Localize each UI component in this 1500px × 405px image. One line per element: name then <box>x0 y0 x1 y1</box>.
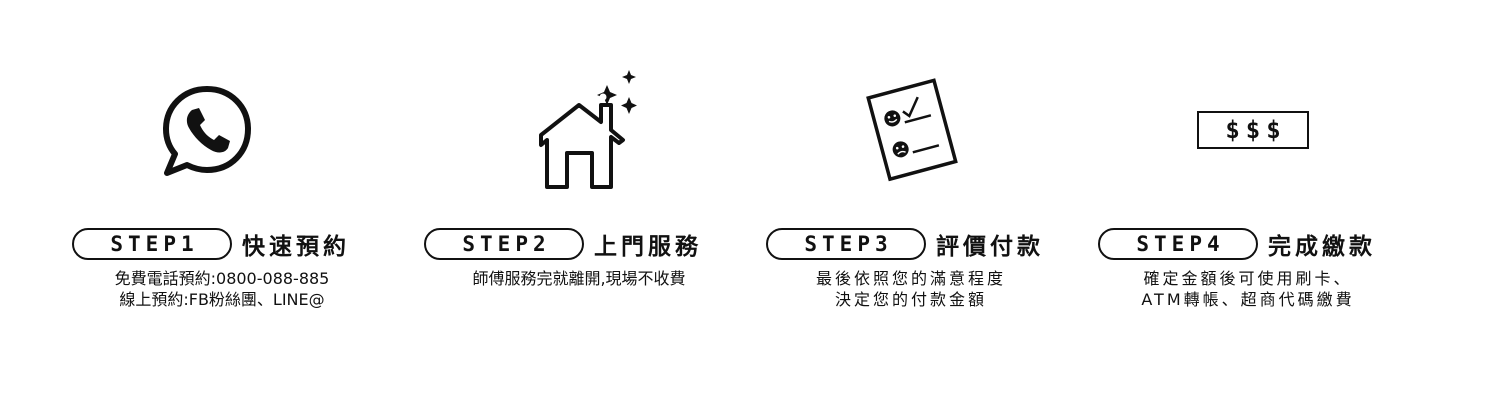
step-1-title: 快速預約 <box>242 234 350 260</box>
money-label: $$$ <box>1197 111 1309 149</box>
step-1-card: STEP1 快速預約 免費電話預約:0800-088-885 線上預約:FB粉絲… <box>72 0 372 405</box>
sparkling-house-icon <box>514 60 654 200</box>
step-3-title: 評價付款 <box>936 234 1044 260</box>
step-2-description: 師傅服務完就離開,現場不收費 <box>424 268 734 289</box>
step-1-line-2: 線上預約:FB粉絲團、LINE@ <box>119 290 325 309</box>
step-4-line-1: 確定金額後可使用刷卡、 <box>1143 269 1353 288</box>
step-3-card: STEP3 評價付款 最後依照您的滿意程度 決定您的付款金額 <box>766 0 1066 405</box>
step-3-line-2: 決定您的付款金額 <box>834 290 987 309</box>
step-2-title: 上門服務 <box>594 234 702 260</box>
review-checklist-icon <box>846 60 976 200</box>
step-4-card: $$$ STEP4 完成繳款 確定金額後可使用刷卡、 ATM轉帳、超商代碼繳費 <box>1098 0 1408 405</box>
step-1-line-1: 免費電話預約:0800-088-885 <box>114 269 330 288</box>
step-2-heading: STEP2 上門服務 <box>424 224 702 264</box>
step-3-badge: STEP3 <box>766 228 926 260</box>
step-2-badge: STEP2 <box>424 228 584 260</box>
step-1-badge: STEP1 <box>72 228 232 260</box>
step-4-badge: STEP4 <box>1098 228 1258 260</box>
step-3-line-1: 最後依照您的滿意程度 <box>815 269 1006 288</box>
step-1-heading: STEP1 快速預約 <box>72 224 350 264</box>
step-4-description: 確定金額後可使用刷卡、 ATM轉帳、超商代碼繳費 <box>1098 268 1398 310</box>
step-2-card: STEP2 上門服務 師傅服務完就離開,現場不收費 <box>424 0 734 405</box>
step-2-line-1: 師傅服務完就離開,現場不收費 <box>472 269 686 288</box>
step-4-heading: STEP4 完成繳款 <box>1098 224 1376 264</box>
money-box-icon: $$$ <box>1188 60 1318 200</box>
step-4-line-2: ATM轉帳、超商代碼繳費 <box>1141 290 1355 309</box>
step-3-heading: STEP3 評價付款 <box>766 224 1044 264</box>
step-4-title: 完成繳款 <box>1268 234 1376 260</box>
step-3-description: 最後依照您的滿意程度 決定您的付款金額 <box>766 268 1056 310</box>
step-1-description: 免費電話預約:0800-088-885 線上預約:FB粉絲團、LINE@ <box>72 268 372 310</box>
whatsapp-phone-icon <box>142 60 272 200</box>
